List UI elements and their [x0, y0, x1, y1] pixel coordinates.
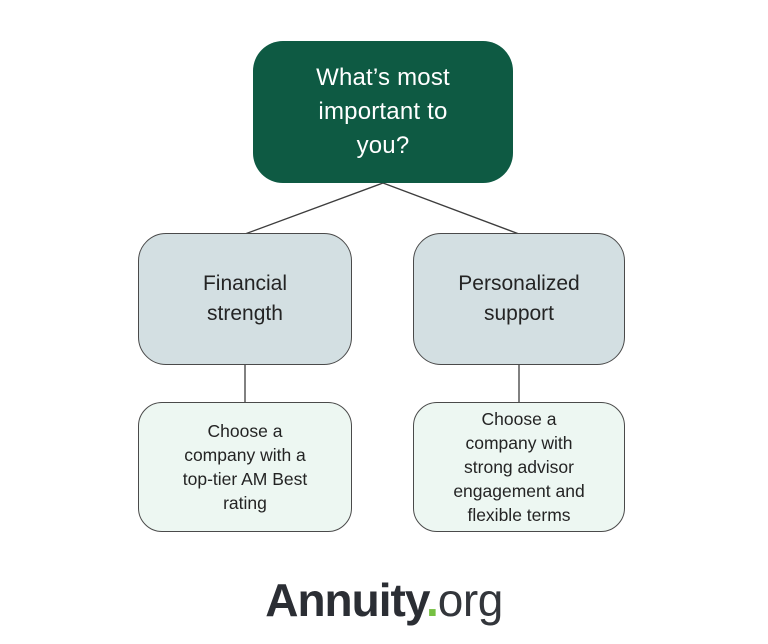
node-personalized-support: Personalized support: [413, 233, 625, 365]
personalized-support-label: Personalized support: [458, 272, 580, 325]
root-question-label: What’s most important to you?: [316, 64, 450, 159]
connector-root-to-financial: [244, 182, 384, 235]
node-root-question: What’s most important to you?: [253, 41, 513, 183]
logo-suffix-text: org: [437, 574, 503, 626]
annuity-org-logo: Annuity.org: [0, 572, 768, 628]
financial-strength-detail-label: Choose a company with a top-tier AM Best…: [182, 421, 308, 513]
personalized-support-detail-label: Choose a company with strong advisor eng…: [453, 409, 585, 525]
node-financial-strength: Financial strength: [138, 233, 352, 365]
logo-brand-text: Annuity: [265, 574, 427, 626]
logo-green-dot-icon: .: [426, 574, 439, 626]
node-financial-strength-detail: Choose a company with a top-tier AM Best…: [138, 402, 352, 532]
connector-root-to-personalized: [382, 182, 520, 235]
financial-strength-label: Financial strength: [202, 272, 288, 325]
node-personalized-support-detail: Choose a company with strong advisor eng…: [413, 402, 625, 532]
